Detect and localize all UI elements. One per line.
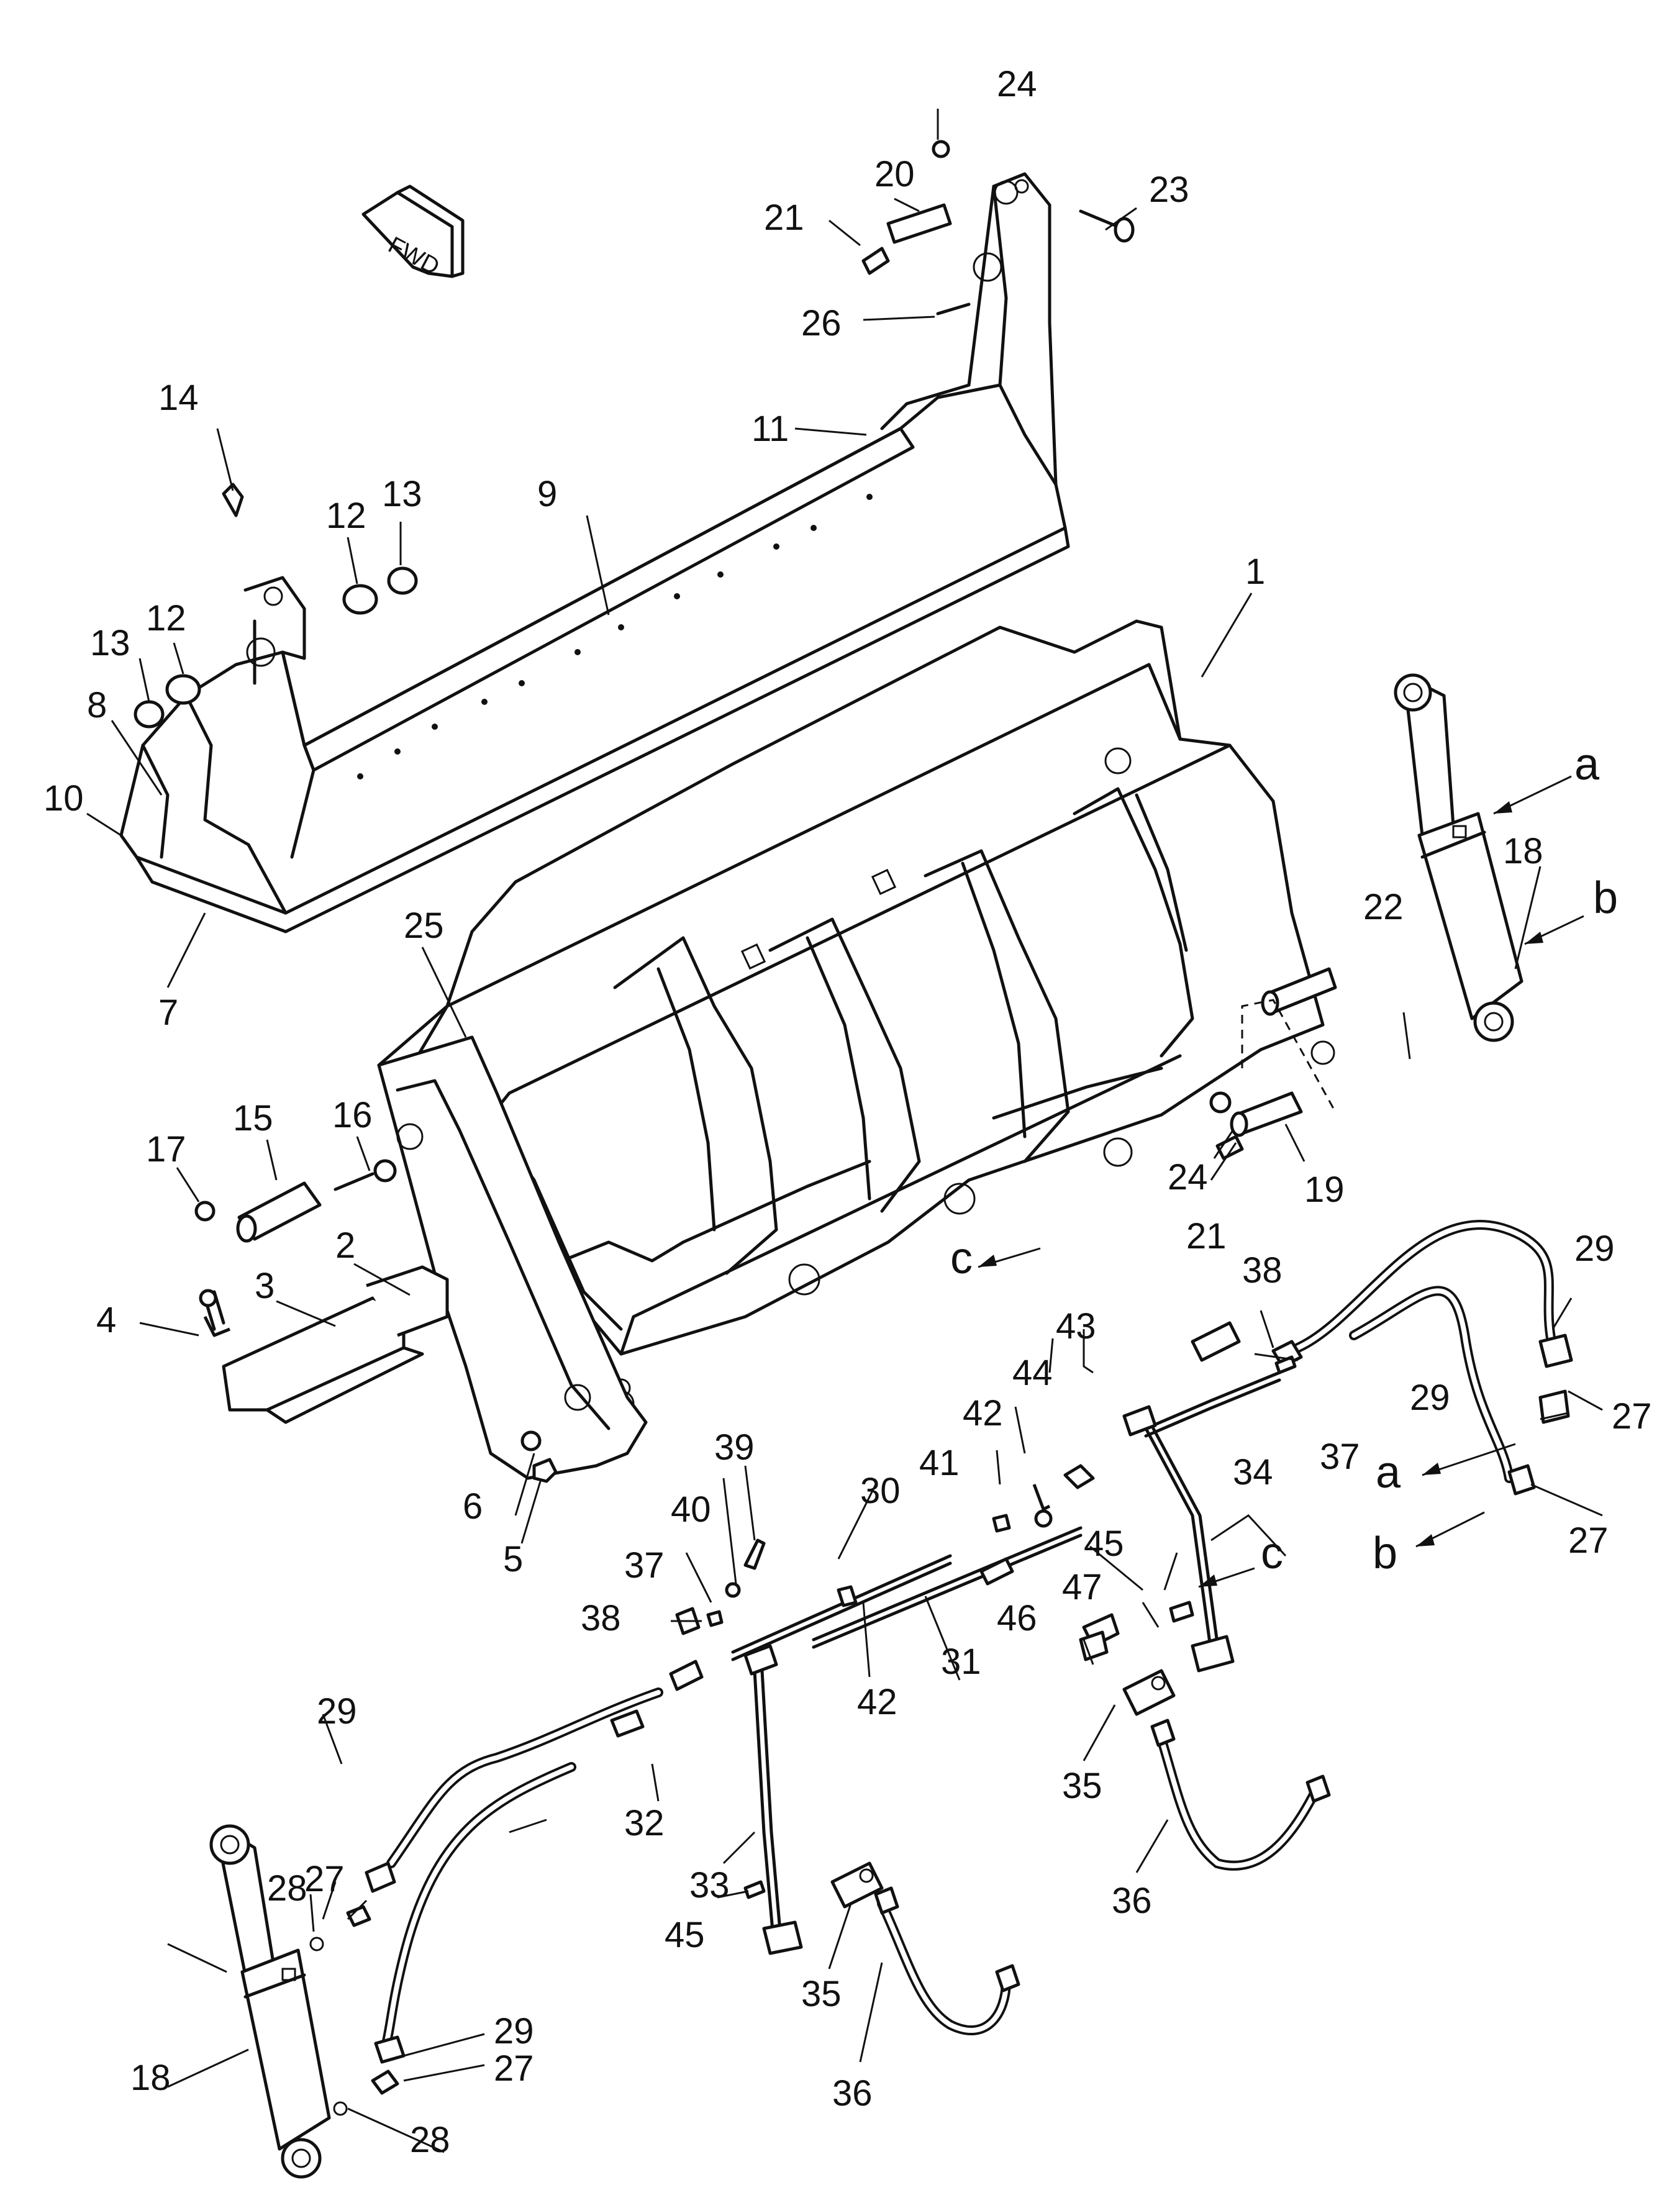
letter-a-top: a (1574, 740, 1600, 789)
callout-12-right: 12 (326, 496, 366, 536)
letter-c-bucket: c (950, 1233, 973, 1283)
callout-29-mid: 29 (1410, 1378, 1450, 1418)
callout-30: 30 (860, 1471, 901, 1511)
callout-19: 19 (1304, 1170, 1345, 1210)
bushings-12-13-14 (134, 483, 418, 729)
callout-29-left: 29 (317, 1691, 357, 1732)
callout-41: 41 (919, 1443, 960, 1483)
part-callouts: 24 20 21 23 26 11 9 14 12 13 12 13 8 10 … (43, 64, 1652, 2160)
callout-13-left: 13 (90, 623, 130, 663)
callout-20: 20 (874, 154, 915, 194)
pipes (731, 1371, 1281, 1940)
letter-b-bottom: b (1373, 1528, 1397, 1578)
callout-6: 6 (463, 1486, 483, 1527)
side-plate (203, 1035, 648, 1480)
connection-letters: a b a b c c (950, 740, 1618, 1578)
callout-4: 4 (96, 1300, 116, 1340)
callout-8: 8 (87, 685, 107, 725)
callout-3: 3 (255, 1266, 275, 1306)
callout-9: 9 (537, 474, 557, 514)
callout-26: 26 (801, 303, 842, 343)
callout-36-right: 36 (1112, 1881, 1152, 1921)
callout-11: 11 (751, 409, 789, 449)
letter-a-bottom: a (1376, 1448, 1401, 1497)
callout-42-top: 42 (963, 1393, 1003, 1433)
callout-23: 23 (1149, 170, 1189, 210)
callout-1: 1 (1245, 552, 1265, 592)
callout-12-left: 12 (146, 598, 186, 638)
callout-13-right: 13 (382, 474, 422, 514)
callout-29-top: 29 (1574, 1229, 1615, 1269)
callout-24-top: 24 (997, 64, 1037, 104)
callout-32: 32 (624, 1803, 665, 1843)
callout-45-right: 45 (1084, 1524, 1124, 1564)
callout-28-bottom: 28 (410, 2120, 450, 2160)
callout-22: 22 (1363, 887, 1404, 927)
cylinder-left (209, 1824, 331, 2179)
callout-43: 43 (1056, 1306, 1096, 1347)
connection-arrows (978, 775, 1584, 1588)
callout-27-c: 27 (304, 1859, 345, 1899)
fittings (309, 1321, 1573, 2116)
callout-35-right: 35 (1062, 1766, 1102, 1806)
top-pins (861, 140, 1337, 1160)
callout-21-right: 21 (1186, 1216, 1227, 1256)
cylinder-right (1394, 673, 1523, 1042)
callout-5: 5 (503, 1539, 523, 1579)
callout-36-left: 36 (832, 2073, 873, 2114)
callout-33: 33 (689, 1865, 730, 1905)
bolt-nut-5-6 (520, 1430, 558, 1483)
callout-44: 44 (1012, 1353, 1053, 1393)
callout-35-left: 35 (801, 1974, 842, 2014)
callout-37-left: 37 (624, 1545, 665, 1586)
callout-46: 46 (997, 1598, 1037, 1638)
callout-25: 25 (404, 906, 444, 946)
callout-18-left: 18 (130, 2058, 171, 2098)
callout-16: 16 (332, 1095, 373, 1135)
upper-frame (119, 172, 1070, 933)
fwd-arrow-icon: FWD (361, 184, 465, 280)
callout-39: 39 (714, 1427, 755, 1468)
callout-14: 14 (158, 378, 199, 418)
callout-21-top: 21 (764, 198, 804, 238)
callout-27-a: 27 (1612, 1396, 1652, 1437)
callout-18-right: 18 (1503, 831, 1543, 871)
callout-34: 34 (1233, 1452, 1273, 1492)
callout-40: 40 (671, 1489, 711, 1530)
callout-29-bottom: 29 (494, 2011, 534, 2051)
callout-2: 2 (335, 1225, 355, 1266)
callout-45-left: 45 (665, 1915, 705, 1955)
callout-10: 10 (43, 778, 84, 819)
callout-47: 47 (1062, 1567, 1102, 1607)
callout-15: 15 (233, 1098, 273, 1138)
leader-lines (86, 109, 1603, 2153)
letter-b-top: b (1593, 873, 1618, 923)
callout-27-d: 27 (494, 2048, 534, 2089)
hoses (380, 1220, 1558, 2055)
callout-17: 17 (146, 1129, 186, 1170)
callout-31: 31 (941, 1642, 981, 1682)
callout-7: 7 (158, 992, 178, 1033)
pin-assembly (194, 1159, 397, 1331)
callout-38-left: 38 (581, 1598, 621, 1638)
callout-28-top: 28 (267, 1868, 307, 1909)
callout-27-b: 27 (1568, 1520, 1609, 1561)
callout-38-right: 38 (1242, 1250, 1283, 1291)
callout-37-right: 37 (1320, 1437, 1360, 1477)
callout-42-bottom: 42 (857, 1682, 897, 1722)
letter-c-right: c (1261, 1528, 1283, 1578)
callout-24-right: 24 (1168, 1157, 1208, 1197)
